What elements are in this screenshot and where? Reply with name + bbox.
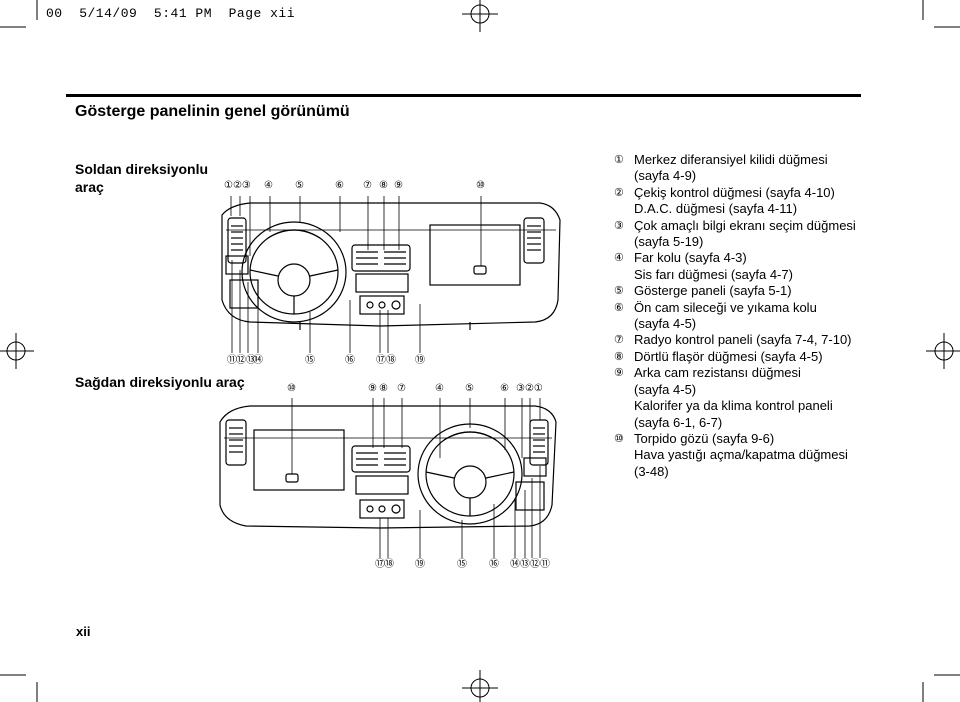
legend-item-text: (3-48) xyxy=(634,463,669,479)
rhd-callout-3-2-1: ③②① xyxy=(516,383,543,394)
legend-item-line: Hava yastığı açma/kapatma düğmesi xyxy=(614,447,856,463)
legend-item-text: Sis farı düğmesi (sayfa 4-7) xyxy=(634,266,793,282)
legend-item-number: ⑨ xyxy=(614,367,624,380)
lhd-callout-12-13: ⑫⑬ xyxy=(236,355,256,366)
legend-item-line: ⑤ Gösterge paneli (sayfa 5-1) xyxy=(614,283,856,299)
legend-item-number: ⑦ xyxy=(614,334,624,347)
rhd-callout-15: ⑮ xyxy=(457,559,467,570)
legend-item-text: Dörtlü flaşör düğmesi (sayfa 4-5) xyxy=(634,348,823,364)
lhd-callout-7: ⑦ xyxy=(363,180,372,191)
legend-item-line: (sayfa 4-9) xyxy=(614,168,856,184)
rhd-label: Sağdan direksiyonlu araç xyxy=(75,374,245,390)
legend-item-text: (sayfa 4-5) xyxy=(634,316,697,332)
lhd-callout-5: ⑤ xyxy=(295,180,304,191)
legend-item-text: Çok amaçlı bilgi ekranı seçim düğmesi xyxy=(634,217,856,233)
title-rule xyxy=(66,94,861,97)
section-title: Gösterge panelinin genel görünümü xyxy=(75,103,350,120)
lhd-callout-14: ⑭ xyxy=(253,355,263,366)
legend-item-text: Torpido gözü (sayfa 9-6) xyxy=(634,430,775,446)
rhd-callout-19: ⑲ xyxy=(415,559,425,570)
rhd-callout-5: ⑤ xyxy=(465,383,474,394)
legend-item-line: ⑩ Torpido gözü (sayfa 9-6) xyxy=(614,431,856,447)
lhd-callout-8: ⑧ xyxy=(379,180,388,191)
legend-item-line: (3-48) xyxy=(614,464,856,480)
rhd-callout-8: ⑧ xyxy=(379,383,388,394)
legend-item-number: ④ xyxy=(614,252,624,265)
rhd-callout-10: ⑩ xyxy=(287,383,296,394)
print-header: 00 5/14/09 5:41 PM Page xii xyxy=(46,6,296,21)
legend-item-line: ⑥ Ön cam sileceği ve yıkama kolu xyxy=(614,300,856,316)
lhd-callout-17-18: ⑰⑱ xyxy=(376,355,396,366)
legend-item-line: Kalorifer ya da klima kontrol paneli xyxy=(614,398,856,414)
legend-item-text: (sayfa 5-19) xyxy=(634,234,704,250)
legend-item-text: Arka cam rezistansı düğmesi xyxy=(634,365,801,381)
legend-item-text: (sayfa 4-9) xyxy=(634,168,697,184)
lhd-callout-4: ④ xyxy=(264,180,273,191)
lhd-callout-11: ⑪ xyxy=(227,355,237,366)
lhd-callout-19: ⑲ xyxy=(415,355,425,366)
page-number: xii xyxy=(76,624,91,639)
legend-item-line: (sayfa 4-5) xyxy=(614,316,856,332)
legend-item-line: ⑨ Arka cam rezistansı düğmesi xyxy=(614,365,856,381)
lhd-label: Soldan direksiyonlu araç xyxy=(75,161,209,195)
legend-item-number: ⑧ xyxy=(614,350,624,363)
rhd-callout-18: ⑱ xyxy=(384,559,394,570)
legend-item-number: ⑩ xyxy=(614,432,624,445)
legend-item-text: Radyo kontrol paneli (sayfa 7-4, 7-10) xyxy=(634,332,852,348)
legend-item-text: D.A.C. düğmesi (sayfa 4-11) xyxy=(634,201,798,217)
rhd-callout-16: ⑯ xyxy=(489,559,499,570)
rhd-callout-6: ⑥ xyxy=(500,383,509,394)
legend-item-text: (sayfa 6-1, 6-7) xyxy=(634,414,723,430)
legend-item-text: Merkez diferansiyel kilidi düğmesi xyxy=(634,152,828,167)
legend-item-text: Kalorifer ya da klima kontrol paneli xyxy=(634,398,833,414)
lhd-callout-10: ⑩ xyxy=(476,180,485,191)
lhd-callout-15: ⑮ xyxy=(305,355,315,366)
legend-item-line: Sis farı düğmesi (sayfa 4-7) xyxy=(614,267,856,283)
lhd-callout-16: ⑯ xyxy=(345,355,355,366)
legend-item-text: Hava yastığı açma/kapatma düğmesi xyxy=(634,447,848,463)
legend-item-text: Far kolu (sayfa 4-3) xyxy=(634,250,747,266)
lhd-callout-9: ⑨ xyxy=(394,180,403,191)
legend-item-number: ② xyxy=(614,186,624,199)
legend-item-text: Çekiş kontrol düğmesi (sayfa 4-10) xyxy=(634,184,835,200)
legend-item-text: Ön cam sileceği ve yıkama kolu xyxy=(634,299,817,315)
legend-item-line: ⑦ Radyo kontrol paneli (sayfa 7-4, 7-10) xyxy=(614,332,856,348)
legend-item-number: ⑤ xyxy=(614,285,624,298)
legend-item-line: D.A.C. düğmesi (sayfa 4-11) xyxy=(614,201,856,217)
legend-item-line: (sayfa 4-5) xyxy=(614,382,856,398)
rhd-callout-14-13-12-11: ⑭⑬⑫⑪ xyxy=(510,559,550,570)
rhd-callout-9: ⑨ xyxy=(368,383,377,394)
legend-item-line: ⑧ Dörtlü flaşör düğmesi (sayfa 4-5) xyxy=(614,349,856,365)
rhd-callout-7: ⑦ xyxy=(397,383,406,394)
legend-item-line: (sayfa 5-19) xyxy=(614,234,856,250)
legend-item-line: (sayfa 6-1, 6-7) xyxy=(614,415,856,431)
legend-item-line: ① Merkez diferansiyel kilidi düğmesi xyxy=(614,152,856,168)
rhd-callout-4: ④ xyxy=(435,383,444,394)
rhd-callout-17: ⑰ xyxy=(375,559,385,570)
legend-item-text: (sayfa 4-5) xyxy=(634,381,697,397)
legend-item-number: ⑥ xyxy=(614,301,624,314)
legend-item-number: ③ xyxy=(614,219,624,232)
legend-item-line: ③ Çok amaçlı bilgi ekranı seçim düğmesi xyxy=(614,218,856,234)
lhd-callout-1-2-3: ①②③ xyxy=(224,180,251,191)
legend-item-text: Gösterge paneli (sayfa 5-1) xyxy=(634,283,792,299)
lhd-callout-6: ⑥ xyxy=(335,180,344,191)
legend-item-line: ④ Far kolu (sayfa 4-3) xyxy=(614,250,856,266)
legend-item-line: ② Çekiş kontrol düğmesi (sayfa 4-10) xyxy=(614,185,856,201)
legend-item-number: ① xyxy=(614,154,624,166)
